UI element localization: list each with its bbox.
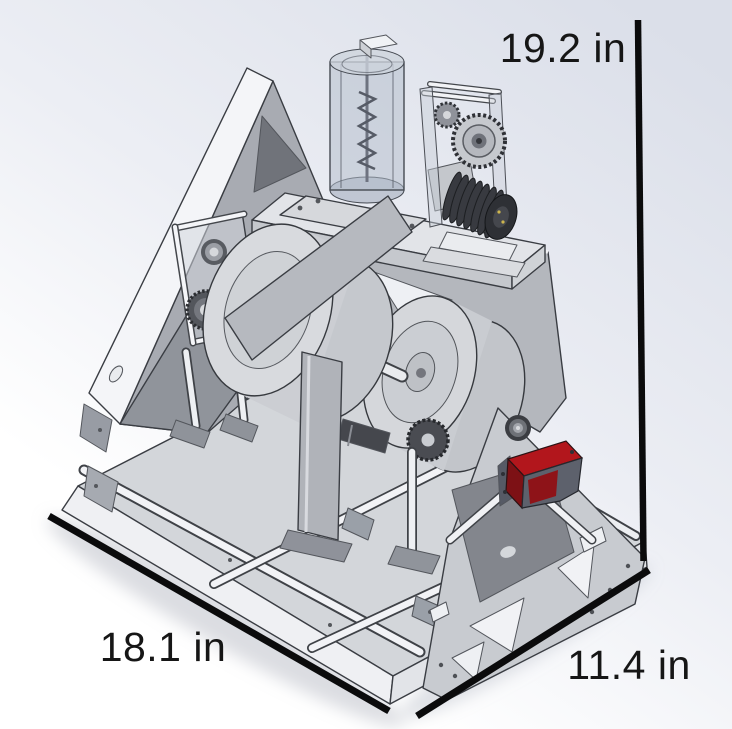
- gear-train: [419, 81, 526, 278]
- platform-side: [511, 244, 546, 290]
- gusset-cutout: [557, 544, 595, 599]
- wedge-cutout: [253, 115, 307, 193]
- coil-spring: [356, 90, 378, 171]
- diagonal-brace: [224, 195, 413, 361]
- dimension-label-length: 18.1 in: [100, 624, 227, 670]
- dimension-line-height: [634, 19, 647, 562]
- pulley-foot: [422, 246, 526, 278]
- wedge-hole: [108, 365, 124, 383]
- machine-assembly: [61, 34, 648, 705]
- gear-train-rods: [421, 81, 502, 104]
- gusset-slot: [429, 601, 450, 623]
- bracket-foot: [169, 419, 211, 449]
- dimension-label-depth: 11.4 in: [567, 642, 691, 688]
- end-gusset-plate: [422, 407, 646, 701]
- dimension-line-length: [47, 512, 391, 715]
- flywheel-drums: [202, 195, 526, 473]
- panel-hole: [500, 546, 516, 558]
- dimension-annotations: 19.2 in 18.1 in 11.4 in: [47, 19, 691, 719]
- spring-canister: [279, 34, 427, 239]
- angle-bracket: [83, 465, 119, 513]
- column-foot: [279, 529, 353, 563]
- gear-plate-front: [419, 86, 443, 228]
- canister-cap-side: [359, 39, 372, 59]
- pulley-stack: [442, 171, 518, 240]
- column-face: [297, 351, 343, 541]
- idler-gear: [433, 101, 461, 129]
- drum-gear: [406, 418, 450, 462]
- support-column: [279, 351, 441, 575]
- servo-motor: [497, 440, 584, 510]
- gusset-cutout: [469, 597, 525, 653]
- post-foot: [387, 545, 441, 575]
- output-bearing: [505, 415, 531, 441]
- bracket-foot: [219, 413, 259, 443]
- dimension-label-height: 19.2 in: [500, 25, 627, 71]
- motor-front-face: [528, 470, 558, 504]
- gusset-cutout: [451, 641, 485, 681]
- angle-bracket: [79, 403, 113, 453]
- dimension-line-depth: [415, 567, 651, 719]
- drive-gear: [451, 113, 507, 169]
- coupler-band: [347, 424, 353, 447]
- column-highlight: [304, 355, 311, 533]
- angle-bracket: [341, 507, 375, 541]
- canister-top-inner: [341, 55, 393, 73]
